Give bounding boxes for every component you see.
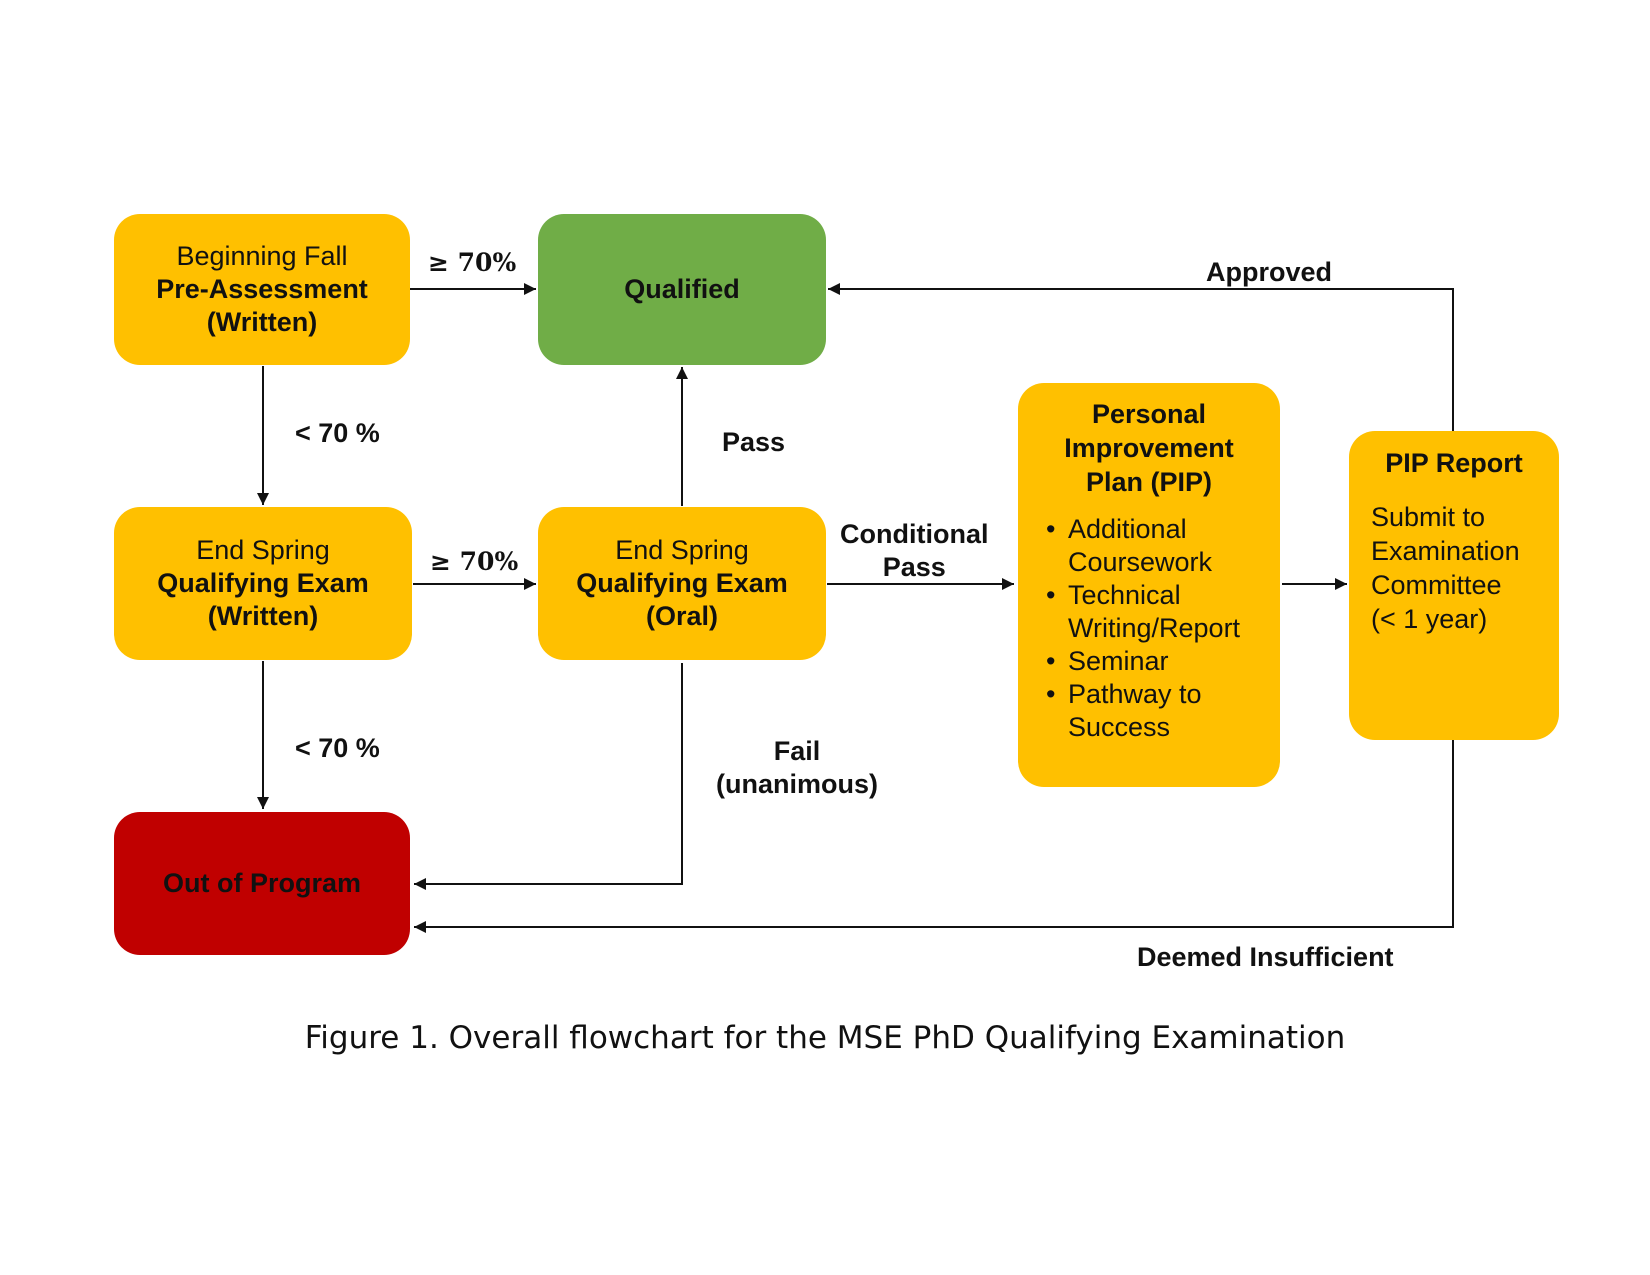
out-of-program-label: Out of Program — [162, 868, 361, 898]
fail-line2: (unanimous) — [716, 769, 878, 799]
pip-item-line2: Coursework — [1068, 547, 1213, 577]
edge-label-conditional-pass: Conditional Pass — [840, 518, 988, 584]
edge-label-written-to-out: < 70 % — [295, 733, 380, 763]
pre-assessment-node: Beginning Fall Pre-Assessment (Written) — [114, 214, 410, 365]
fail-line1: Fail — [773, 736, 821, 766]
arrow-report-approved — [828, 283, 1454, 431]
pip-item: Technical Writing/Report — [1046, 579, 1280, 645]
oral-exam-line3: (Oral) — [645, 601, 718, 631]
pip-report-title: PIP Report — [1385, 448, 1523, 478]
oral-exam-line1: End Spring — [615, 535, 749, 565]
pip-report-line: Submit to — [1371, 502, 1486, 532]
pip-item-line2: Success — [1068, 712, 1171, 742]
pre-assessment-line2: Pre-Assessment — [156, 274, 368, 304]
pip-report-line: Committee — [1371, 570, 1502, 600]
arrow-report-insufficient — [414, 740, 1454, 933]
pip-report-line: Examination — [1371, 536, 1520, 566]
qualified-node: Qualified — [538, 214, 826, 365]
conditional-line1: Conditional — [840, 519, 989, 549]
pip-title-line2: Improvement — [1064, 433, 1234, 463]
pip-report-line: (< 1 year) — [1371, 604, 1488, 634]
pip-item: Pathway to Success — [1046, 678, 1280, 744]
arrow-oral-fail — [414, 663, 683, 890]
oral-exam-line2: Qualifying Exam — [576, 568, 788, 598]
pip-item: Additional Coursework — [1046, 513, 1280, 579]
written-exam-node: End Spring Qualifying Exam (Written) — [114, 507, 412, 660]
figure-caption: Figure 1. Overall flowchart for the MSE … — [304, 1020, 1346, 1056]
written-exam-line2: Qualifying Exam — [157, 568, 369, 598]
edge-label-pre-to-qualified: ≥ 70% — [428, 248, 517, 277]
conditional-line2: Pass — [882, 552, 946, 582]
edge-label-pass: Pass — [722, 427, 786, 457]
edge-label-deemed-insufficient: Deemed Insufficient — [1137, 942, 1394, 972]
edge-label-fail: Fail (unanimous) — [716, 735, 878, 801]
pip-items-list: Additional Coursework Technical Writing/… — [1018, 513, 1280, 744]
out-of-program-node: Out of Program — [114, 812, 410, 955]
pip-node: Personal Improvement Plan (PIP) Addition… — [1018, 383, 1280, 787]
edge-label-approved: Approved — [1206, 257, 1333, 287]
pip-title-line3: Plan (PIP) — [1085, 467, 1213, 497]
edge-label-pre-to-written: < 70 % — [295, 418, 380, 448]
pip-item: Seminar — [1046, 645, 1280, 678]
pip-report-node: PIP Report Submit to Examination Committ… — [1349, 431, 1559, 740]
qualified-label: Qualified — [624, 274, 740, 304]
written-exam-line1: End Spring — [196, 535, 330, 565]
pip-item-line1: Technical — [1068, 580, 1181, 610]
pip-item-line2: Writing/Report — [1068, 613, 1241, 643]
pre-assessment-line1: Beginning Fall — [176, 241, 348, 271]
pip-item-line1: Seminar — [1068, 646, 1169, 676]
pip-item-line1: Pathway to — [1068, 679, 1202, 709]
pip-item-line1: Additional — [1068, 514, 1187, 544]
pre-assessment-line3: (Written) — [206, 307, 318, 337]
written-exam-line3: (Written) — [207, 601, 319, 631]
pip-title-line1: Personal — [1091, 399, 1207, 429]
edge-label-written-to-oral: ≥ 70% — [430, 547, 519, 576]
oral-exam-node: End Spring Qualifying Exam (Oral) — [538, 507, 826, 660]
pip-report-body: Submit to Examination Committee (< 1 yea… — [1349, 500, 1520, 636]
